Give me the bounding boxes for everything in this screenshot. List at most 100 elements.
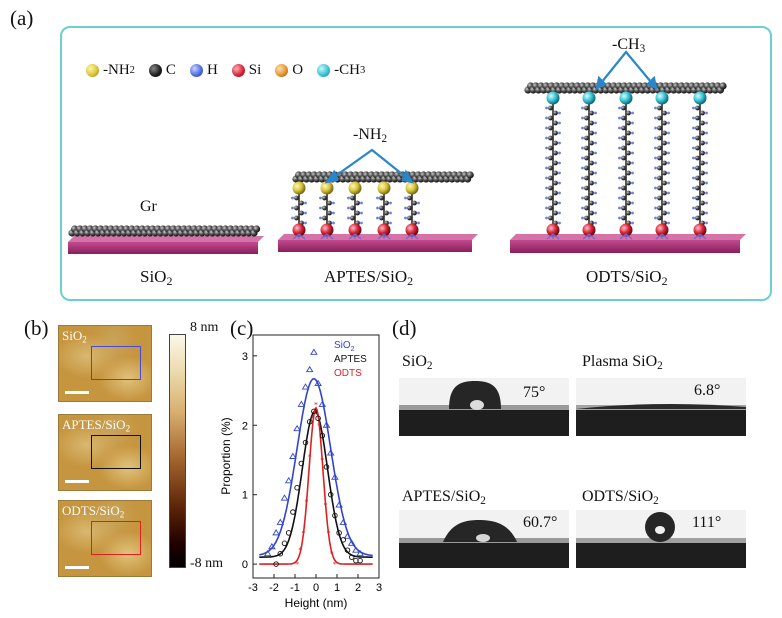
data-point-aptes <box>285 530 292 536</box>
red-sphere-icon <box>231 64 245 77</box>
odts-molecule <box>545 91 561 240</box>
data-point-sio <box>352 546 360 553</box>
data-point-odts: * <box>301 529 305 538</box>
graphene-sheet-sio2 <box>68 225 261 237</box>
data-point-sio <box>310 348 318 355</box>
nh2-callout-arrows <box>324 148 415 184</box>
contact-angle-photo-odts: 111° <box>576 510 746 568</box>
afm-label: APTES/SiO2 <box>62 417 131 434</box>
photo-label-odts: ODTS/SiO2 <box>582 488 659 507</box>
legend-item-c: C <box>148 62 176 79</box>
substrate-odts <box>510 234 746 253</box>
droplet-image <box>399 381 569 436</box>
data-point-odts: * <box>327 529 331 538</box>
data-point-sio <box>293 424 301 432</box>
ch3-callout-label: -CH3 <box>612 36 646 55</box>
panel-a-frame <box>60 26 772 301</box>
data-point-sio <box>280 494 289 501</box>
data-point-aptes <box>323 464 330 470</box>
data-point-sio <box>289 452 297 459</box>
aptes-molecule <box>347 181 363 240</box>
data-point-odts: * <box>295 560 299 569</box>
data-point-sio <box>335 501 343 508</box>
data-point-aptes <box>302 439 309 446</box>
data-point-odts: * <box>298 546 302 555</box>
data-point-sio <box>343 532 352 539</box>
data-point-sio <box>318 400 327 407</box>
scale-bar <box>65 566 89 569</box>
substrate-aptes <box>278 234 478 252</box>
data-point-aptes <box>277 550 284 557</box>
photo-label-aptes: APTES/SiO2 <box>402 488 486 507</box>
odts-molecule <box>581 91 597 240</box>
substrate-label-sio2: SiO2 <box>140 267 173 288</box>
data-point-aptes <box>319 432 326 439</box>
data-point-aptes <box>311 408 317 415</box>
data-point-odts: * <box>305 498 309 507</box>
droplet-image <box>576 403 746 436</box>
substrate-sio2 <box>68 236 264 254</box>
legend-item-h: H <box>189 62 218 79</box>
black-sphere-icon <box>148 64 162 77</box>
data-point-sio <box>326 449 335 456</box>
odts-molecule <box>618 91 634 240</box>
legend-item-si: Si <box>231 62 261 79</box>
fit-line-aptes <box>259 410 373 558</box>
data-point-aptes <box>315 415 321 422</box>
ch3-callout-arrows <box>595 50 658 90</box>
legend-entry-aptes: APTES <box>334 354 367 365</box>
data-point-aptes <box>332 512 338 519</box>
data-point-sio <box>314 379 322 387</box>
data-point-odts: * <box>317 421 321 430</box>
data-point-odts: * <box>308 453 312 462</box>
graphene-layers <box>68 82 727 237</box>
y-tick-label: 0 <box>242 559 248 571</box>
data-point-sio <box>331 473 339 480</box>
aptes-molecule <box>319 181 335 240</box>
x-tick-label: 2 <box>355 582 361 594</box>
scan-region-box <box>91 346 141 380</box>
x-tick-label: -2 <box>269 582 279 594</box>
legend-entry-sio: SiO2 <box>334 340 355 353</box>
yellow-sphere-icon <box>86 64 99 77</box>
data-point-sio <box>276 518 285 525</box>
data-point-odts: * <box>330 550 334 559</box>
x-tick-label: 1 <box>334 582 340 594</box>
substrate-label-odts: ODTS/SiO2 <box>586 267 668 288</box>
substrate-label-aptes: APTES/SiO2 <box>324 267 414 288</box>
afm-image-sio2: SiO2 <box>58 325 152 402</box>
contact-angle-value: 111° <box>692 514 722 531</box>
colorbar-max-label: 8 nm <box>190 320 219 335</box>
blue-sphere-icon <box>189 64 203 77</box>
y-tick-label: 1 <box>242 490 248 502</box>
contact-angle-photo-plasma: 6.8° <box>576 378 746 436</box>
aptes-molecule <box>376 181 392 240</box>
panel-label-d: (d) <box>392 316 417 340</box>
colorbar <box>169 334 186 568</box>
contact-angle-photo-sio2: 75° <box>399 378 569 436</box>
data-point-sio <box>284 476 293 484</box>
data-point-sio <box>347 539 356 546</box>
photo-label-sio2: SiO2 <box>402 353 433 372</box>
data-point-odts: * <box>323 501 327 510</box>
data-point-odts: * <box>311 414 315 423</box>
scan-region-box <box>91 521 141 555</box>
data-point-aptes <box>290 509 296 515</box>
data-point-sio <box>356 549 364 557</box>
x-tick-label: 3 <box>376 582 382 594</box>
contact-angle-value: 75° <box>523 384 546 401</box>
legend-item-o: O <box>275 62 303 79</box>
data-point-aptes <box>340 537 347 543</box>
data-point-aptes <box>357 557 363 564</box>
colorbar-min-label: -8 nm <box>190 556 224 571</box>
droplet-image <box>399 520 569 568</box>
data-point-aptes <box>327 491 334 498</box>
data-point-aptes <box>348 554 355 560</box>
aptes-molecule <box>404 181 420 240</box>
photo-label-plasma: Plasma SiO2 <box>582 353 663 372</box>
graphene-sheet-aptes <box>292 171 474 183</box>
